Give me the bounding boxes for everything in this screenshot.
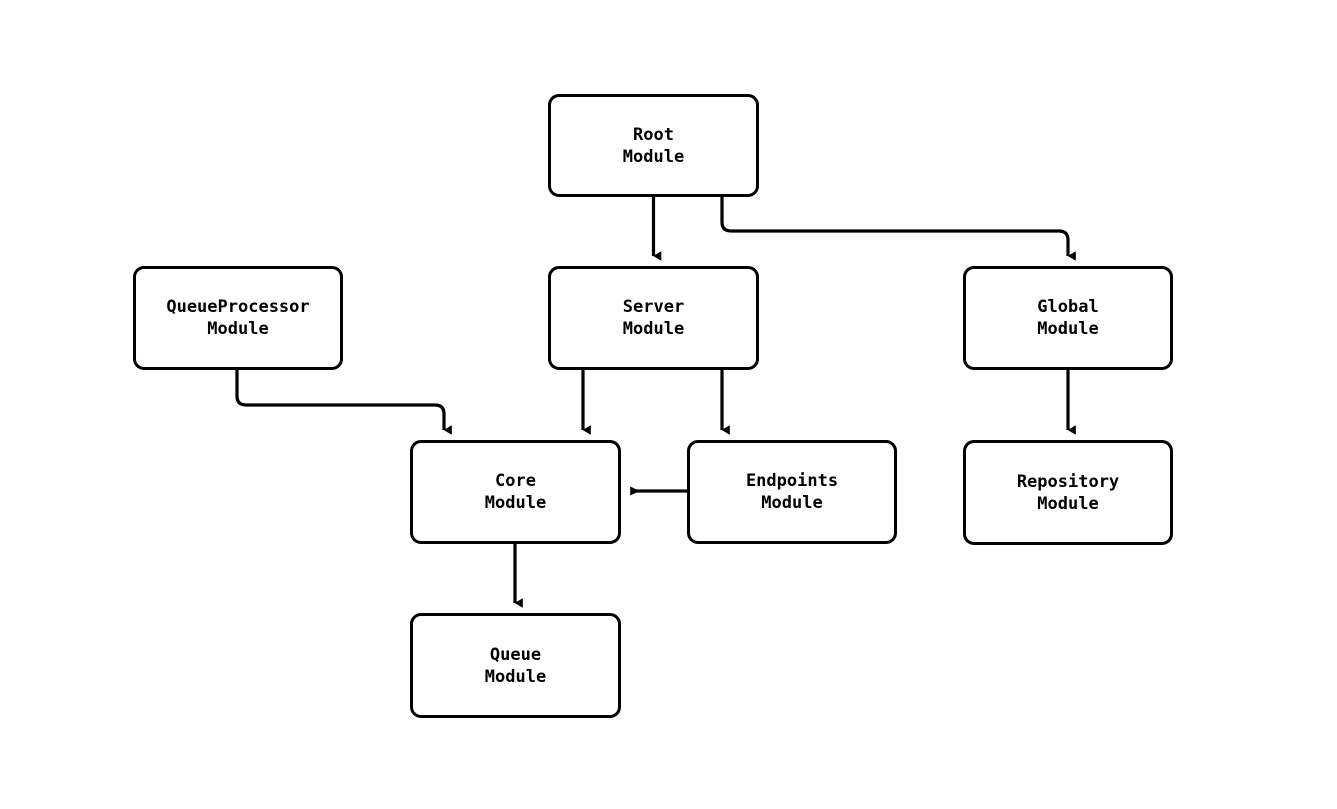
node-repository-module[interactable]: Repository Module bbox=[963, 440, 1173, 545]
node-core-module[interactable]: Core Module bbox=[410, 440, 621, 544]
edge-queueprocessor-to-core bbox=[235, 370, 452, 435]
node-root-module[interactable]: Root Module bbox=[548, 94, 759, 197]
node-core-module-subtitle: Module bbox=[484, 493, 547, 513]
node-server-module-title: Server bbox=[622, 297, 685, 317]
node-global-module[interactable]: Global Module bbox=[963, 266, 1173, 370]
node-server-module-subtitle: Module bbox=[622, 319, 685, 339]
node-queueprocessor-module-title: QueueProcessor bbox=[166, 297, 310, 317]
node-queueprocessor-module-subtitle: Module bbox=[207, 319, 269, 339]
edge-root-to-global bbox=[720, 197, 1076, 261]
node-endpoints-module-subtitle: Module bbox=[761, 493, 823, 513]
node-server-module[interactable]: Server Module bbox=[548, 266, 759, 370]
node-core-module-title: Core bbox=[495, 471, 536, 491]
node-queue-module[interactable]: Queue Module bbox=[410, 613, 621, 718]
node-global-module-subtitle: Module bbox=[1037, 319, 1099, 339]
node-queue-module-title: Queue bbox=[489, 644, 542, 665]
node-root-module-subtitle: Module bbox=[622, 146, 685, 167]
node-root-module-title: Root bbox=[633, 124, 674, 145]
node-queue-module-subtitle: Module bbox=[484, 666, 547, 687]
node-repository-module-title: Repository bbox=[1016, 471, 1120, 492]
node-endpoints-module-title: Endpoints bbox=[745, 471, 839, 491]
node-global-module-title: Global bbox=[1037, 297, 1099, 317]
node-queueprocessor-module[interactable]: QueueProcessor Module bbox=[133, 266, 343, 370]
node-endpoints-module[interactable]: Endpoints Module bbox=[687, 440, 897, 544]
node-repository-module-subtitle: Module bbox=[1037, 493, 1099, 514]
